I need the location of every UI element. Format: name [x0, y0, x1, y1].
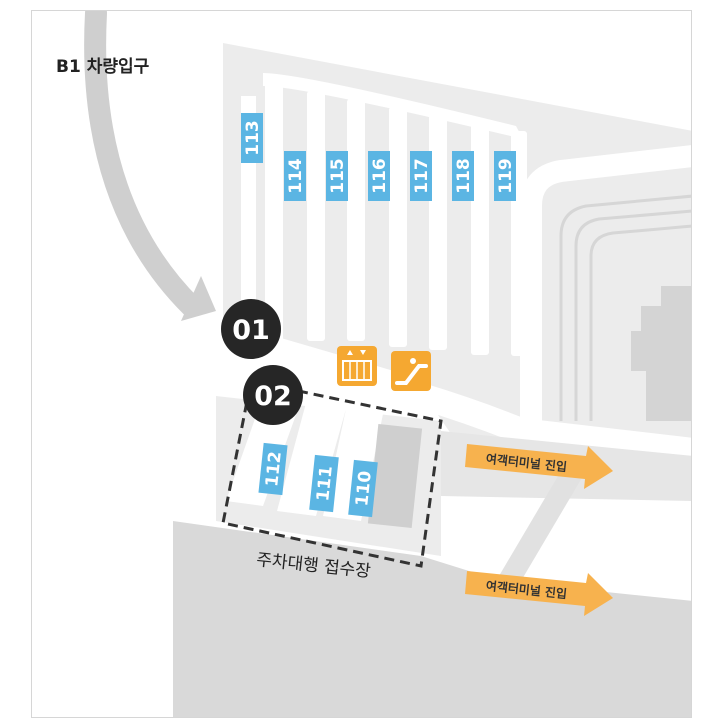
section-badge-bg	[241, 113, 263, 163]
section-badge-bg	[452, 151, 474, 201]
section-badge-label: 112	[262, 450, 286, 487]
section-badge-113[interactable]: 113	[241, 113, 263, 163]
valet-zone-outline	[221, 379, 443, 568]
section-badge-label: 118	[454, 158, 474, 194]
section-badge-bg	[309, 454, 339, 513]
section-badge-110[interactable]: 110	[348, 459, 378, 518]
section-badge-bg	[326, 151, 348, 201]
section-badge-label: 113	[243, 120, 263, 156]
marker-02-label: 02	[254, 381, 292, 412]
main-road	[173, 521, 691, 717]
section-badges: 113 114 115 116 117 118 119 112 111 110	[241, 113, 516, 518]
section-badge-label: 114	[286, 158, 306, 194]
section-badge-label: 117	[412, 158, 432, 194]
section-badge-bg	[494, 151, 516, 201]
section-badge-112[interactable]: 112	[258, 442, 288, 496]
section-badge-bg	[410, 151, 432, 201]
section-badge-111[interactable]: 111	[309, 454, 339, 513]
map-canvas: 113 114 115 116 117 118 119 112 111 110 01 02 여객터…	[56, 11, 691, 717]
marker-01-label: 01	[232, 315, 270, 346]
section-badge-117[interactable]: 117	[410, 151, 432, 201]
section-badge-115[interactable]: 115	[326, 151, 348, 201]
ramp-road	[496, 471, 586, 581]
terminal-connector	[520, 145, 691, 441]
section-badge-119[interactable]: 119	[494, 151, 516, 201]
section-badge-bg	[284, 151, 306, 201]
terminal-sign-lower[interactable]: 여객터미널 진입	[465, 571, 613, 616]
section-badge-label: 110	[352, 470, 376, 508]
section-badge-116[interactable]: 116	[368, 151, 390, 201]
section-badge-label: 119	[496, 158, 516, 194]
escalator-icon[interactable]	[391, 351, 431, 391]
section-badge-bg	[348, 459, 378, 518]
marker-01[interactable]: 01	[221, 299, 281, 359]
parking-map: 113 114 115 116 117 118 119 112 111 110 01 02 여객터…	[31, 10, 692, 718]
entrance-arrow	[84, 11, 202, 317]
terminal-building	[631, 286, 691, 421]
marker-02[interactable]: 02	[243, 365, 303, 425]
terminal-sign-upper[interactable]: 여객터미널 진입	[465, 444, 613, 489]
elevator-icon[interactable]	[337, 346, 377, 386]
inner-road	[229, 358, 691, 464]
section-badge-118[interactable]: 118	[452, 151, 474, 201]
parking-lanes	[241, 73, 527, 356]
section-badge-label: 111	[313, 465, 337, 502]
entrance-arrowhead	[181, 276, 216, 321]
section-badge-label: 115	[328, 158, 348, 194]
section-badge-bg	[368, 151, 390, 201]
section-badge-114[interactable]: 114	[284, 151, 306, 201]
section-badge-bg	[258, 442, 288, 496]
entrance-label: B1 차량입구	[56, 57, 150, 77]
section-badge-label: 116	[370, 158, 390, 194]
valet-booth	[367, 423, 423, 529]
